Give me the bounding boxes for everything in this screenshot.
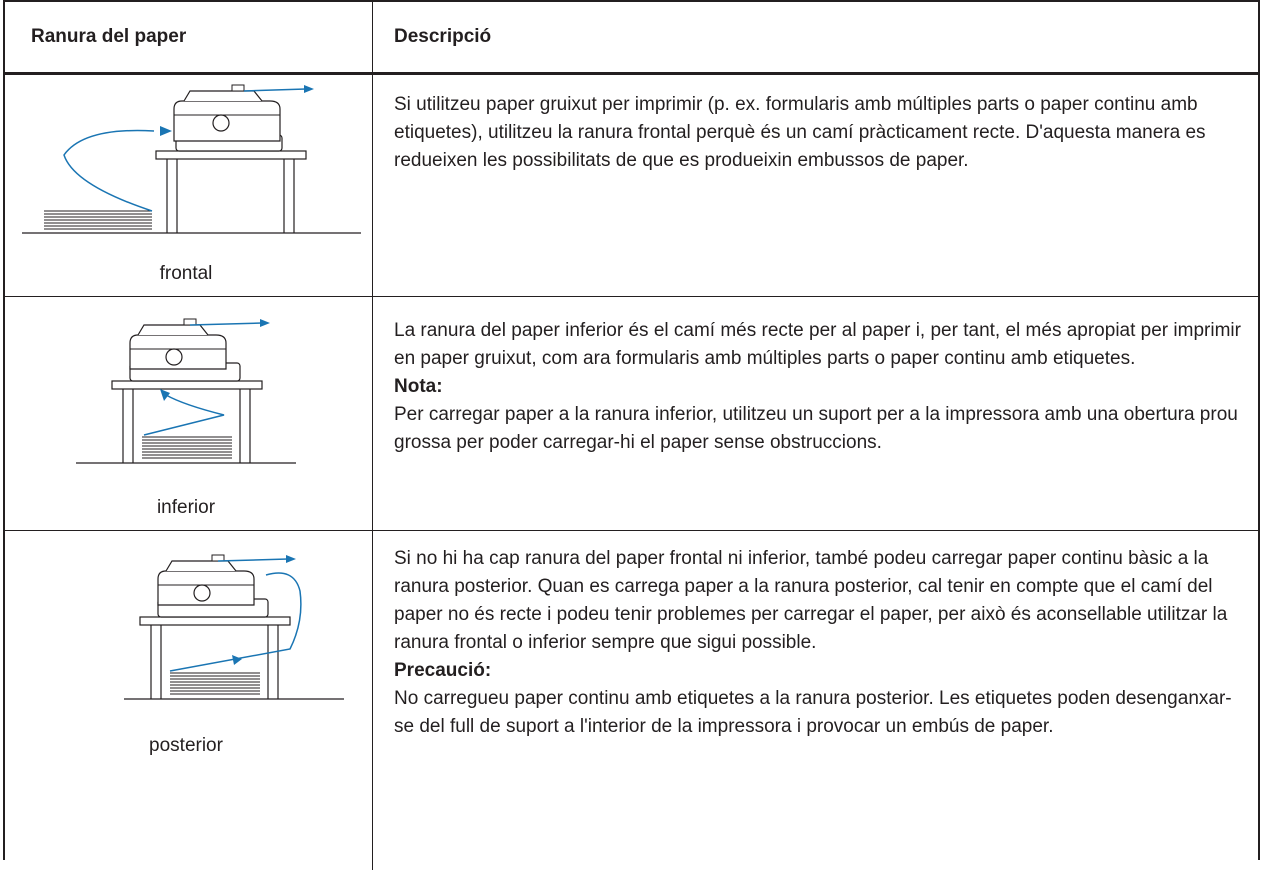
note-title: Nota: xyxy=(394,376,443,397)
table-header-row: Ranura del paper Descripció xyxy=(4,0,1260,82)
description-text: La ranura del paper inferior és el camí … xyxy=(394,320,1241,369)
description-text: Si utilitzeu paper gruixut per imprimir … xyxy=(394,94,1206,171)
slot-label-posterior: posterior xyxy=(149,735,223,756)
slot-label-inferior: inferior xyxy=(156,497,216,518)
description-posterior: Si no hi ha cap ranura del paper frontal… xyxy=(394,545,1246,741)
column-divider xyxy=(372,297,373,540)
column-divider xyxy=(372,75,373,306)
printer-rear-feed-icon xyxy=(124,554,344,700)
frontal-slot-illustration: frontal xyxy=(4,75,372,296)
table-row-frontal: frontal Si utilitzeu paper gruixut per i… xyxy=(4,74,1260,306)
column-divider xyxy=(372,531,373,870)
description-text: Si no hi ha cap ranura del paper frontal… xyxy=(394,548,1228,653)
inferior-slot-illustration: inferior xyxy=(4,297,372,530)
paper-slot-table: Ranura del paper Descripció xyxy=(3,0,1260,870)
table-row-posterior: posterior Si no hi ha cap ranura del pap… xyxy=(4,530,1260,870)
description-inferior: La ranura del paper inferior és el camí … xyxy=(394,317,1246,457)
slot-label-frontal: frontal xyxy=(159,263,213,284)
table-frame xyxy=(3,0,1260,860)
table-row-inferior: inferior La ranura del paper inferior és… xyxy=(4,296,1260,540)
header-paper-slot: Ranura del paper xyxy=(31,26,187,47)
printer-bottom-feed-icon xyxy=(76,318,296,464)
printer-front-feed-icon xyxy=(22,84,361,234)
column-divider xyxy=(372,2,373,82)
posterior-slot-illustration: posterior xyxy=(4,531,372,860)
description-frontal: Si utilitzeu paper gruixut per imprimir … xyxy=(394,91,1246,175)
caution-title: Precaució: xyxy=(394,660,492,681)
caution-text: No carregueu paper continu amb etiquetes… xyxy=(394,688,1232,737)
note-text: Per carregar paper a la ranura inferior,… xyxy=(394,404,1238,453)
header-description: Descripció xyxy=(394,26,492,47)
